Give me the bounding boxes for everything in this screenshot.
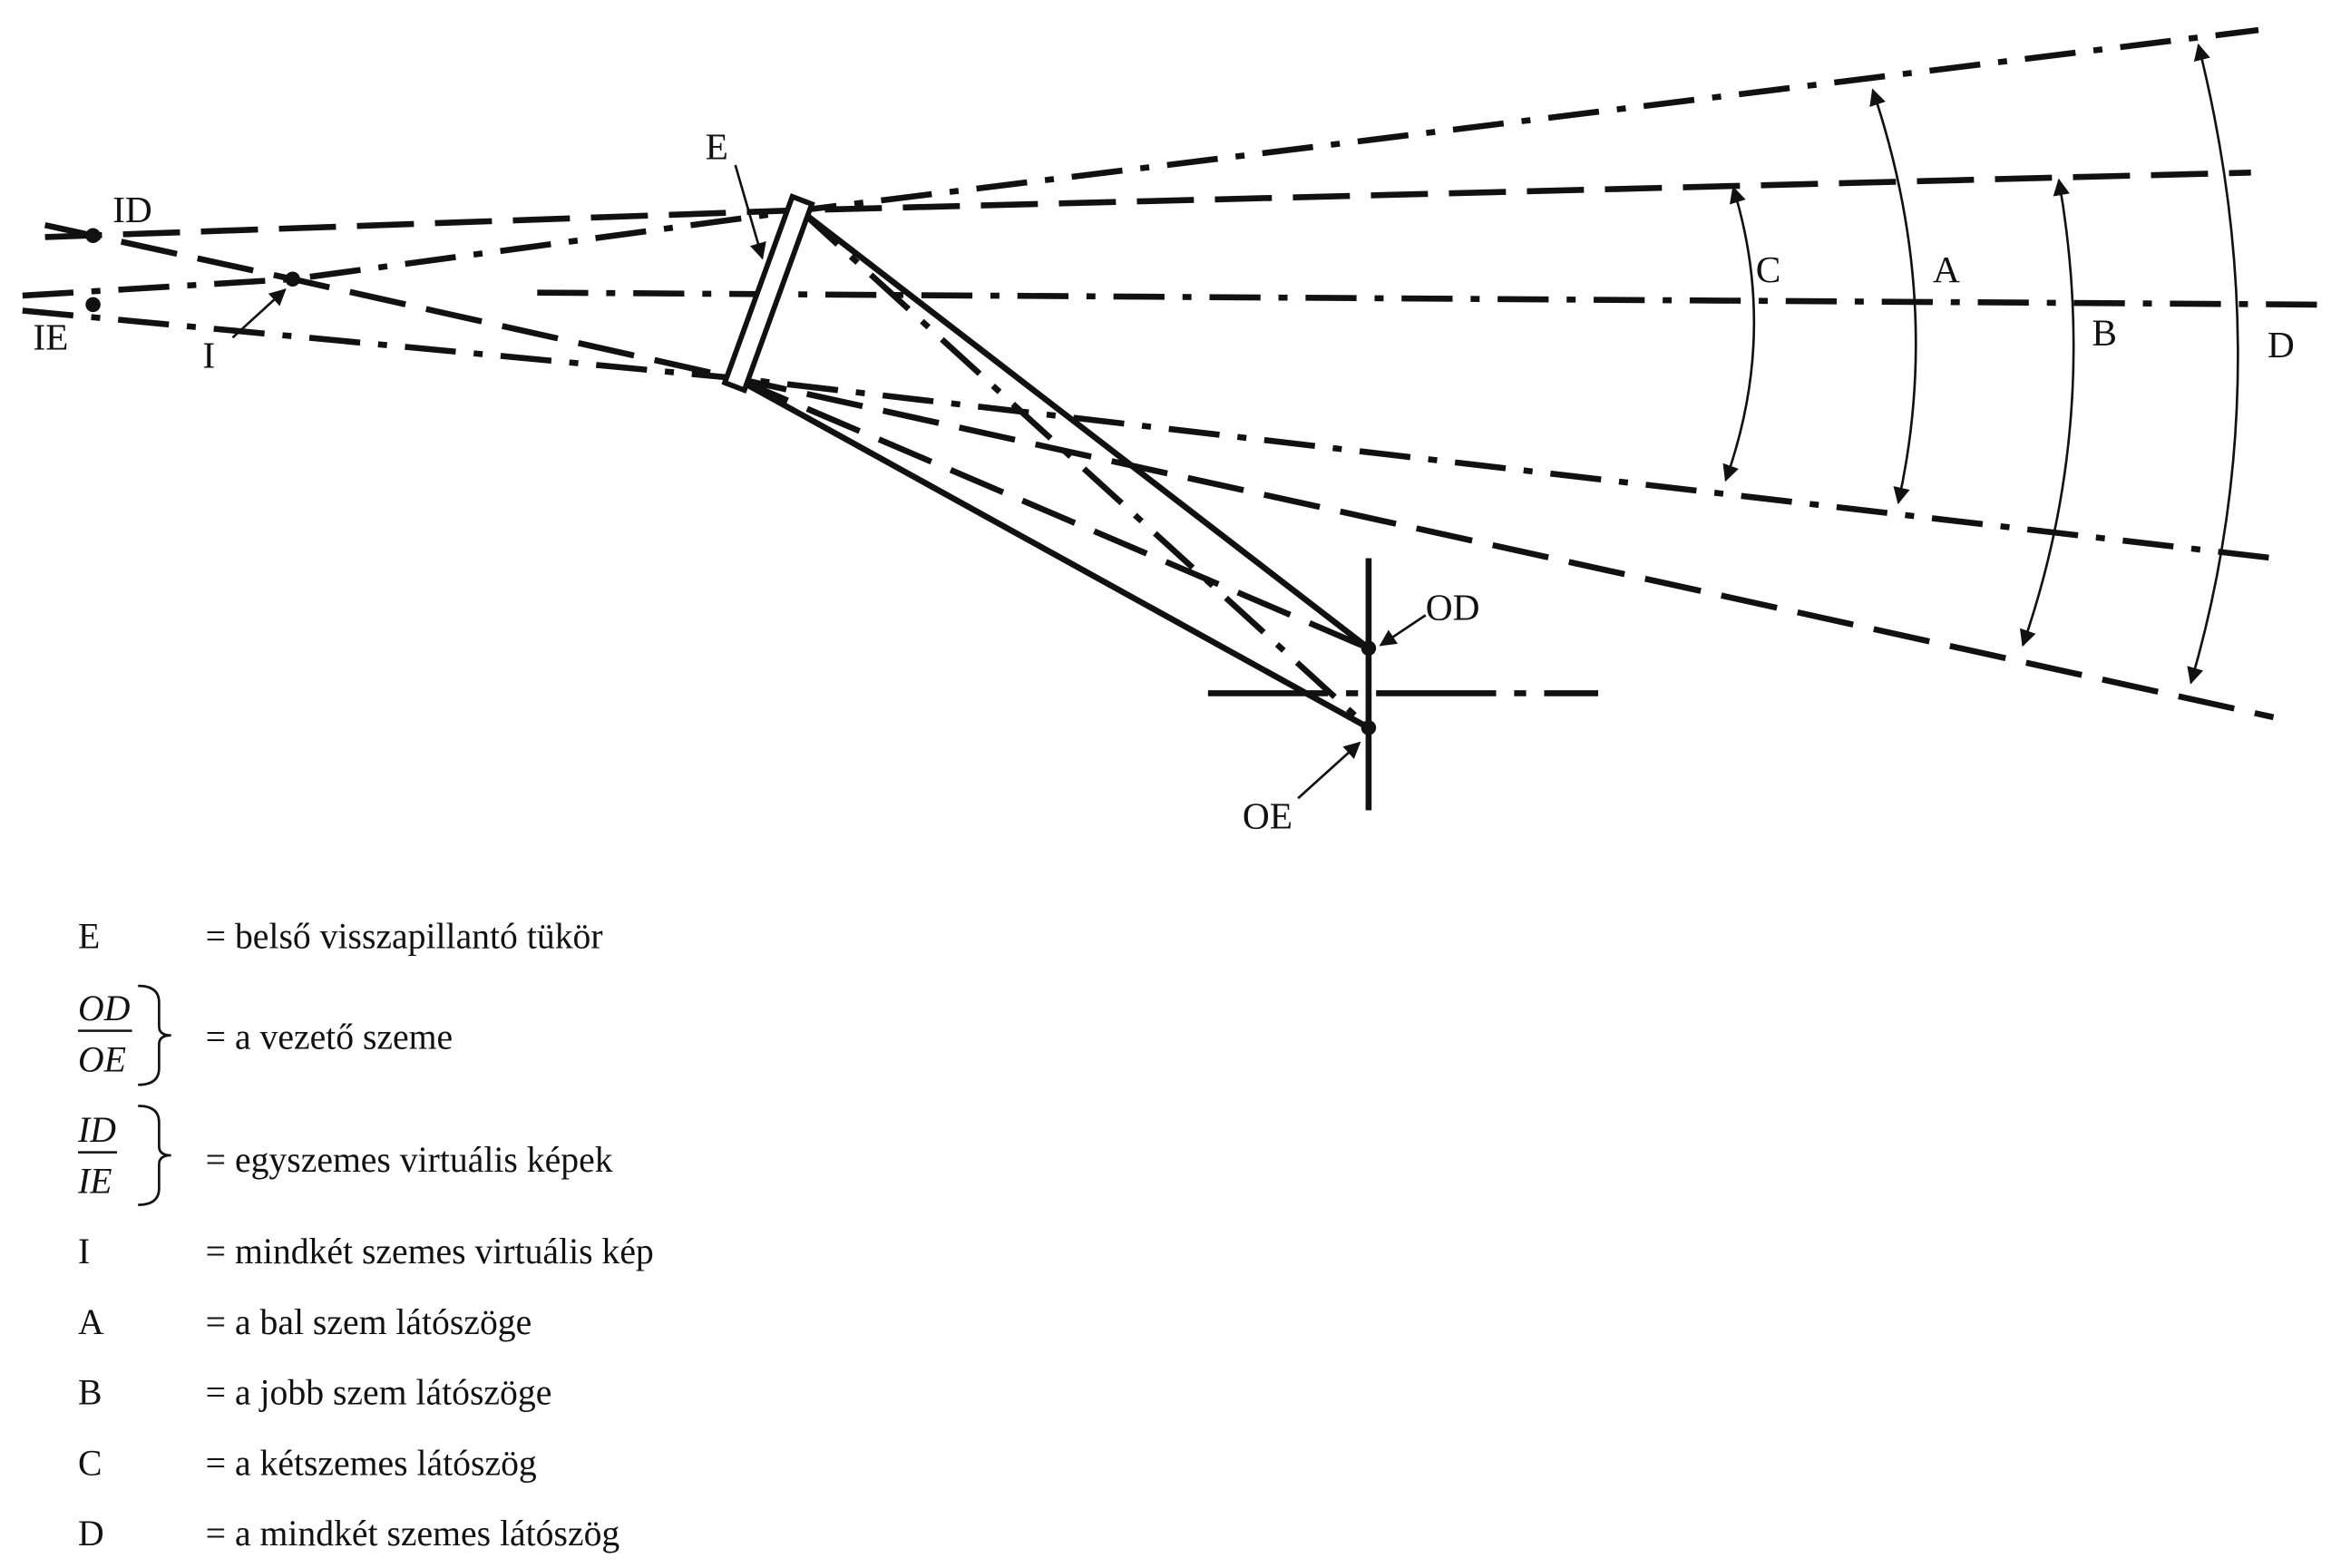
legend-key-i: I [78,1232,90,1271]
points [85,228,1377,735]
arrow-od [1379,614,1427,647]
legend-text-b: = a jobb szem látószöge [206,1373,552,1413]
rays [22,26,2319,811]
legend-key-d: D [78,1514,104,1553]
ray-ie-upper [22,26,2259,299]
ray-mirror-bottom-od [734,375,1370,651]
legend-key-c: C [78,1443,102,1483]
point-id [85,228,101,244]
ray-id-lower [44,221,2275,721]
ray-id-upper [44,169,2251,240]
angle-arc-b [2019,178,2075,648]
legend-text-c: = a kétszemes látószög [206,1443,537,1483]
label-od: OD [1426,586,1480,628]
angle-arc-d [2187,43,2239,685]
label-id: ID [112,189,152,230]
ray-mirror-bottom-oe [734,375,1370,731]
point-oe [1361,720,1377,735]
ray-ie-lower [22,307,2274,561]
mirror-shape [721,193,815,394]
legend-text-od-oe: = a vezető szeme [206,1018,453,1057]
legend-key-e: E [78,917,100,957]
legend-key-oe: OE [78,1039,126,1079]
brace-icon [138,1105,171,1206]
point-od [1361,640,1377,657]
angle-arc-a [1869,88,1917,505]
label-e: E [706,125,728,167]
ray-mirror-top-od [797,208,1370,651]
legend: E = belső visszapillantó tükör OD OE = a… [77,917,654,1553]
legend-key-id: ID [77,1110,116,1150]
legend-text-i: = mindkét szemes virtuális kép [206,1232,654,1271]
point-ie [85,297,101,313]
arrow-oe [1297,741,1361,800]
label-i: I [202,334,215,375]
point-i [285,271,300,287]
legend-text-e: = belső visszapillantó tükör [206,917,603,957]
angle-arc-c [1722,186,1756,482]
brace-icon [138,984,171,1086]
legend-key-a: A [78,1302,104,1342]
arrow-i [231,288,287,339]
legend-key-b: B [78,1373,102,1413]
label-d: D [2268,324,2295,365]
label-ie: IE [33,317,68,358]
label-a: A [1933,248,1960,290]
legend-text-a: = a bal szem látószöge [206,1302,532,1342]
legend-text-d: = a mindkét szemes látószög [206,1514,620,1553]
label-oe: OE [1243,794,1292,836]
label-b: B [2092,312,2117,354]
ray-mirror-top-oe [797,208,1371,730]
legend-text-id-ie: = egyszemes virtuális képek [206,1140,613,1180]
legend-key-ie: IE [77,1161,112,1201]
legend-key-od: OD [78,989,131,1028]
center-axis [537,289,2319,308]
arrow-e [734,164,766,260]
label-c: C [1756,248,1781,290]
